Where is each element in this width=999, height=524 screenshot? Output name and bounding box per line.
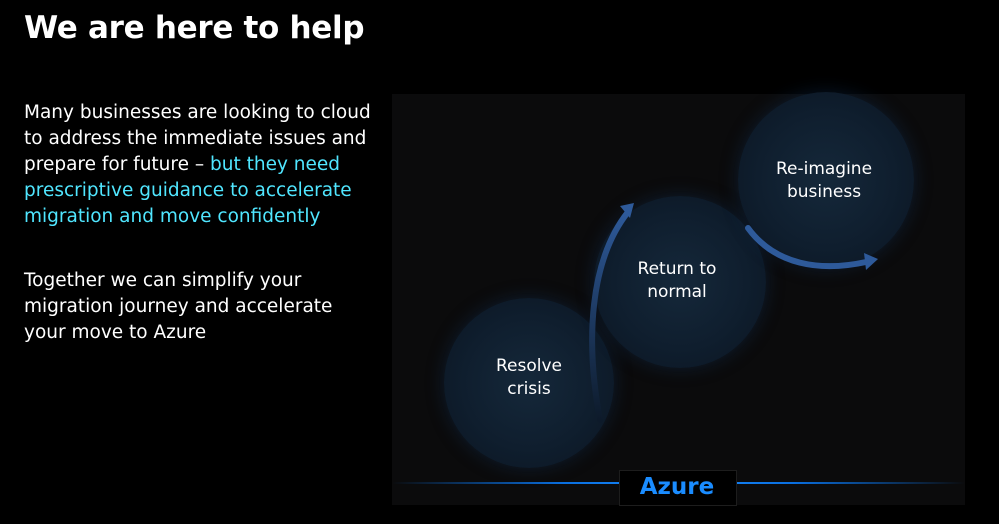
closing-paragraph: Together we can simplify your migration … xyxy=(24,270,333,343)
arrow-resolve-to-return xyxy=(589,209,631,423)
stage-label-return-to-normal: Return to normal xyxy=(637,259,717,302)
arrowhead-return-to-reimagine xyxy=(864,253,878,270)
stage-label-reimagine-business: Re-imagine business xyxy=(775,159,873,202)
intro-paragraph: Many businesses are looking to cloud to … xyxy=(24,100,374,230)
arrow-return-to-reimagine xyxy=(745,225,869,270)
arrowhead-resolve-to-return xyxy=(620,203,634,218)
stage-circle-resolve-crisis xyxy=(444,298,614,468)
stage-circle-reimagine-business xyxy=(738,92,914,268)
intro-lead-text: Many businesses are looking to cloud to … xyxy=(24,102,371,175)
page-title: We are here to help xyxy=(24,10,365,46)
intro-highlight-text: but they need prescriptive guidance to a… xyxy=(24,154,352,227)
azure-label-box xyxy=(619,470,737,506)
stage-label-resolve-crisis: Resolve crisis xyxy=(495,356,562,399)
azure-label: Azure xyxy=(639,474,715,500)
